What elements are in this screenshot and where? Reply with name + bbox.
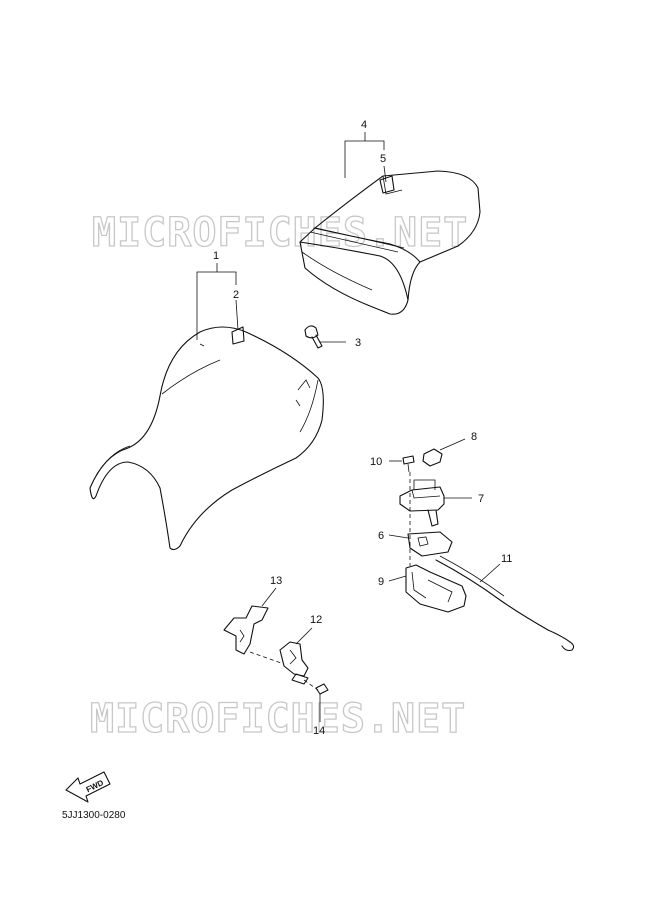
diagram-code: 5JJ1300-0280: [62, 810, 126, 821]
callout-14: 14: [313, 725, 325, 737]
callout-12: 12: [310, 614, 322, 626]
callout-2: 2: [233, 289, 239, 301]
catch-6: [407, 531, 453, 557]
callout-9: 9: [378, 576, 384, 588]
callout-11: 11: [501, 553, 512, 565]
watermark-bottom: MICROFICHES.NET: [90, 696, 466, 742]
cable-11: [435, 555, 575, 652]
callout-5: 5: [380, 153, 386, 165]
callout-3: 3: [355, 337, 361, 349]
holder-12: [279, 641, 309, 685]
callout-6: 6: [378, 530, 384, 542]
callout-8: 8: [471, 431, 477, 443]
rear-seat: [299, 170, 481, 315]
nut-8: [422, 448, 443, 467]
bolt-10: [402, 455, 415, 473]
screw-14: [315, 683, 329, 695]
rear-seat-tag: [379, 175, 395, 194]
front-seat: [89, 326, 324, 551]
callout-7: 7: [478, 493, 484, 505]
front-seat-tag: [231, 326, 245, 345]
lock-9: [405, 564, 467, 613]
callout-1: 1: [213, 250, 219, 262]
bolt-3: [304, 325, 323, 349]
leader-lines: [196, 132, 501, 722]
fwd-arrow-icon: FWD: [65, 771, 111, 803]
bracket-13: [223, 605, 269, 655]
callout-4: 4: [361, 119, 367, 131]
callout-13: 13: [270, 575, 282, 587]
bracket-7: [399, 486, 445, 527]
callout-10: 10: [370, 456, 382, 468]
watermark-top: MICROFICHES.NET: [92, 210, 468, 256]
